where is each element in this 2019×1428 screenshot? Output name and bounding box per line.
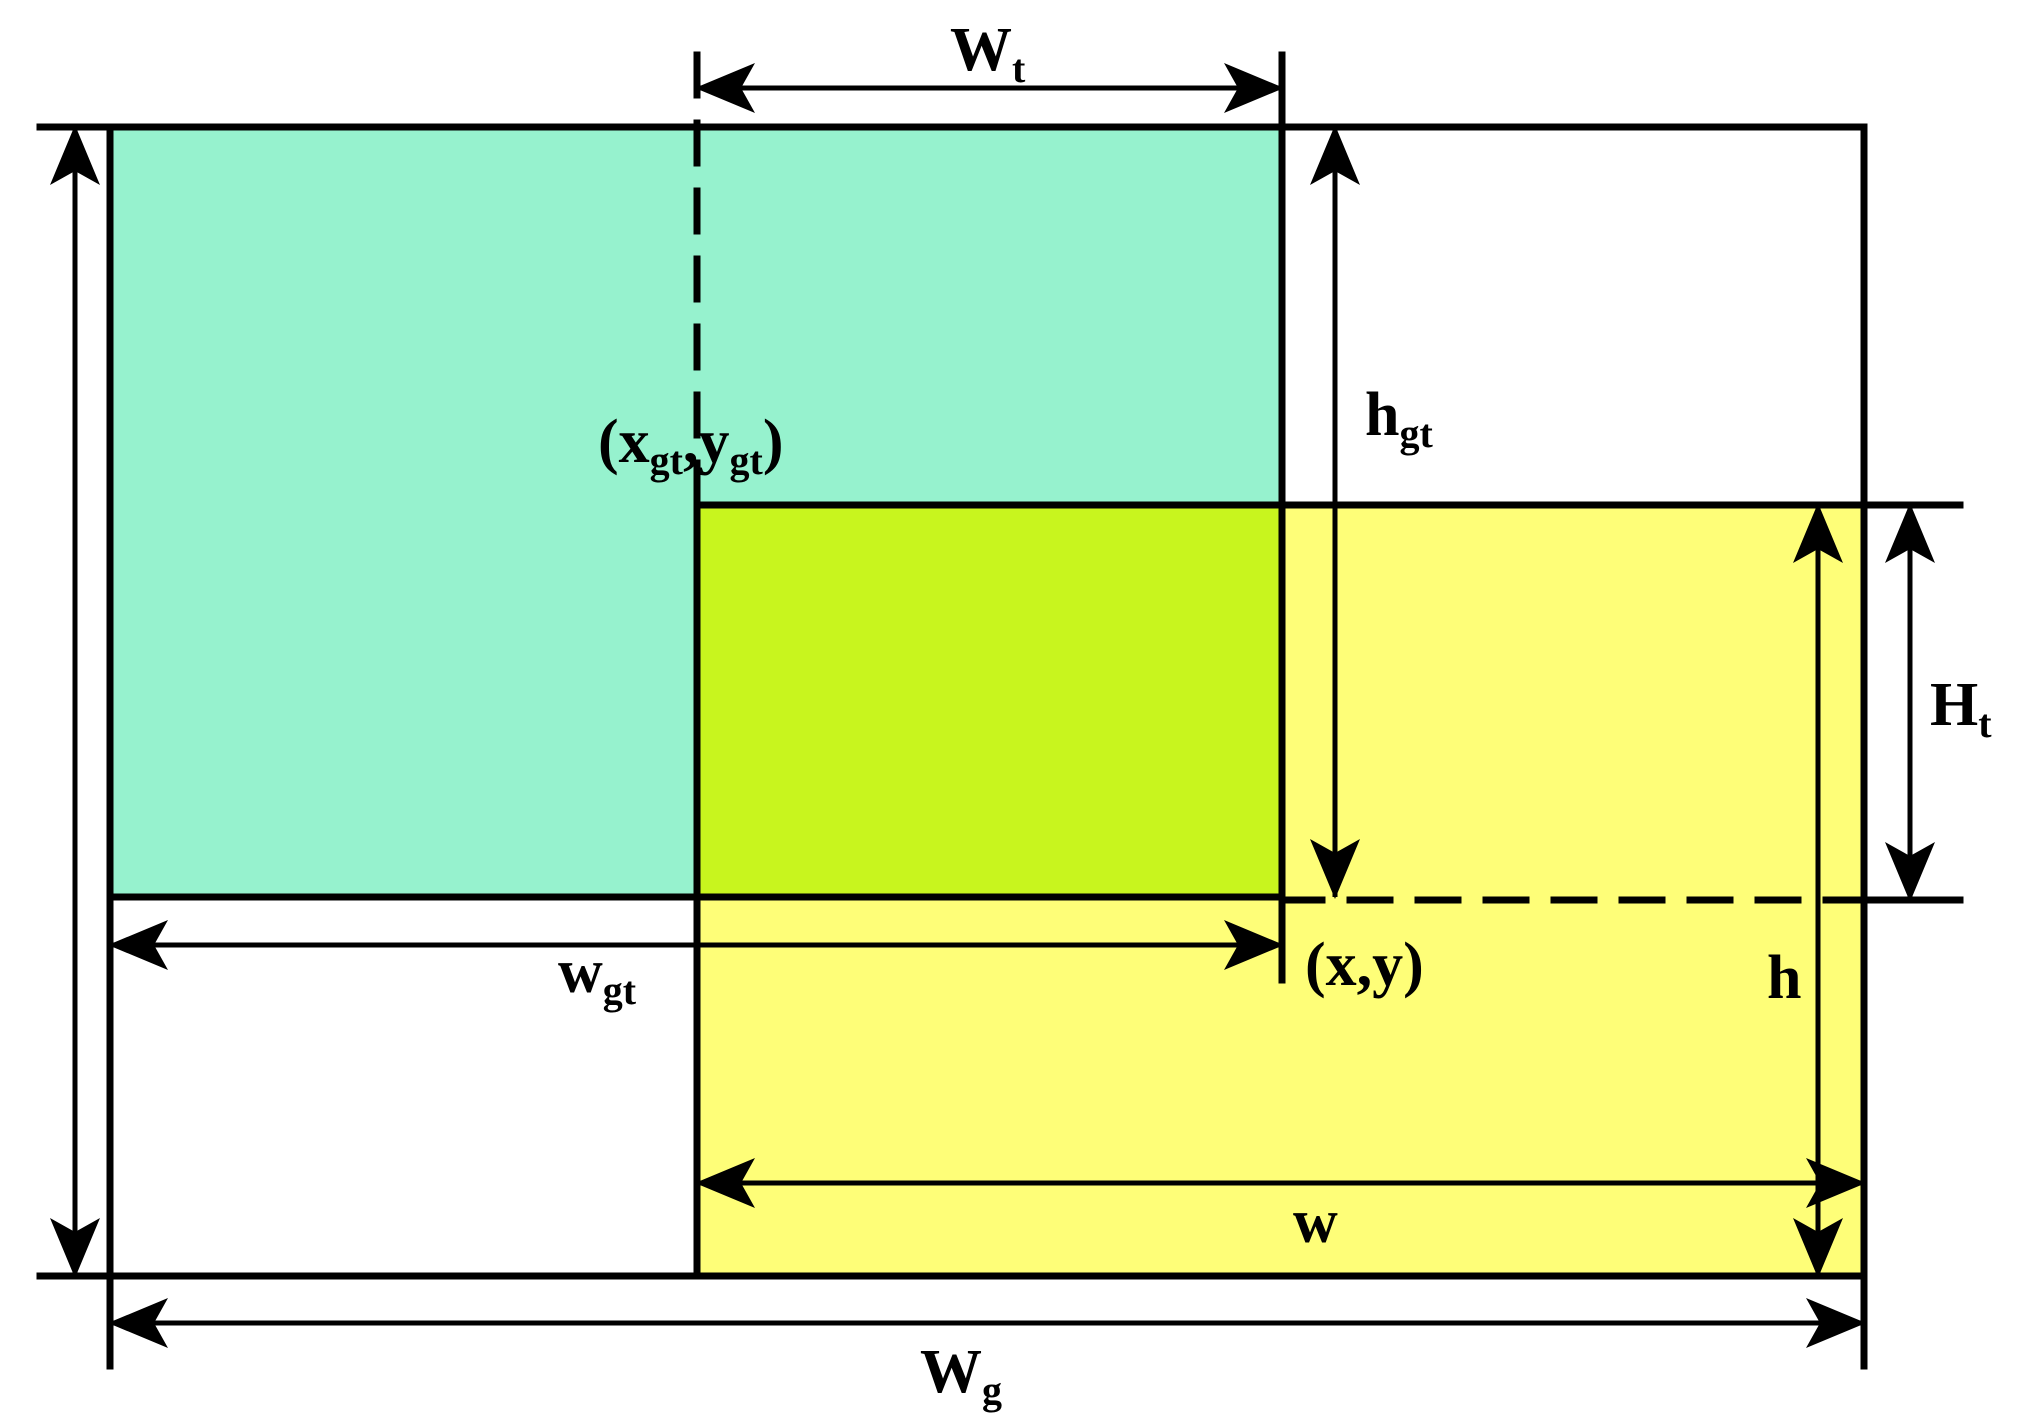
label-w: w <box>1293 1188 1338 1256</box>
label-wt: Wt <box>950 16 1026 91</box>
label-ht: Ht <box>1930 671 1992 746</box>
label-hgt: hgt <box>1365 381 1433 456</box>
label-wgt: wgt <box>558 938 637 1013</box>
label-h: h <box>1767 944 1801 1012</box>
overlap-fill <box>697 505 1282 897</box>
label-gt-corner: (xgt,ygt) <box>598 408 783 483</box>
label-wg: Wg <box>920 1338 1002 1413</box>
label-pred-corner: (x,y) <box>1305 931 1424 999</box>
